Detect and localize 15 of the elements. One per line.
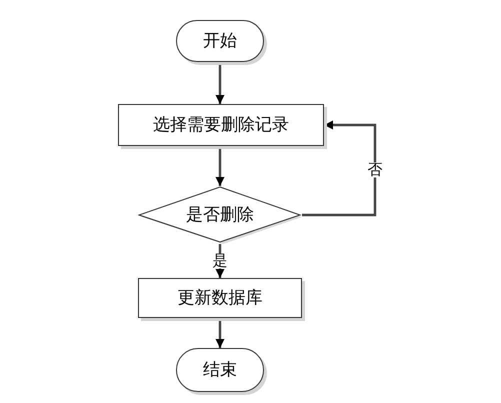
node-text: 是否删除 [186,204,254,226]
node-text: 结束 [203,359,237,382]
edge-label: 是 [212,254,228,268]
node-text: 选择需要删除记录 [153,114,289,136]
process-box [118,104,324,146]
arrow [216,318,224,348]
process-box [138,278,302,318]
node-text: 更新数据库 [178,287,262,310]
terminal-pill [176,20,264,62]
arrow [302,120,376,216]
node-text: 开始 [203,30,237,52]
edge-label: 否 [366,162,384,178]
arrow [216,146,224,186]
terminal-pill [176,348,264,392]
arrow [216,62,224,104]
